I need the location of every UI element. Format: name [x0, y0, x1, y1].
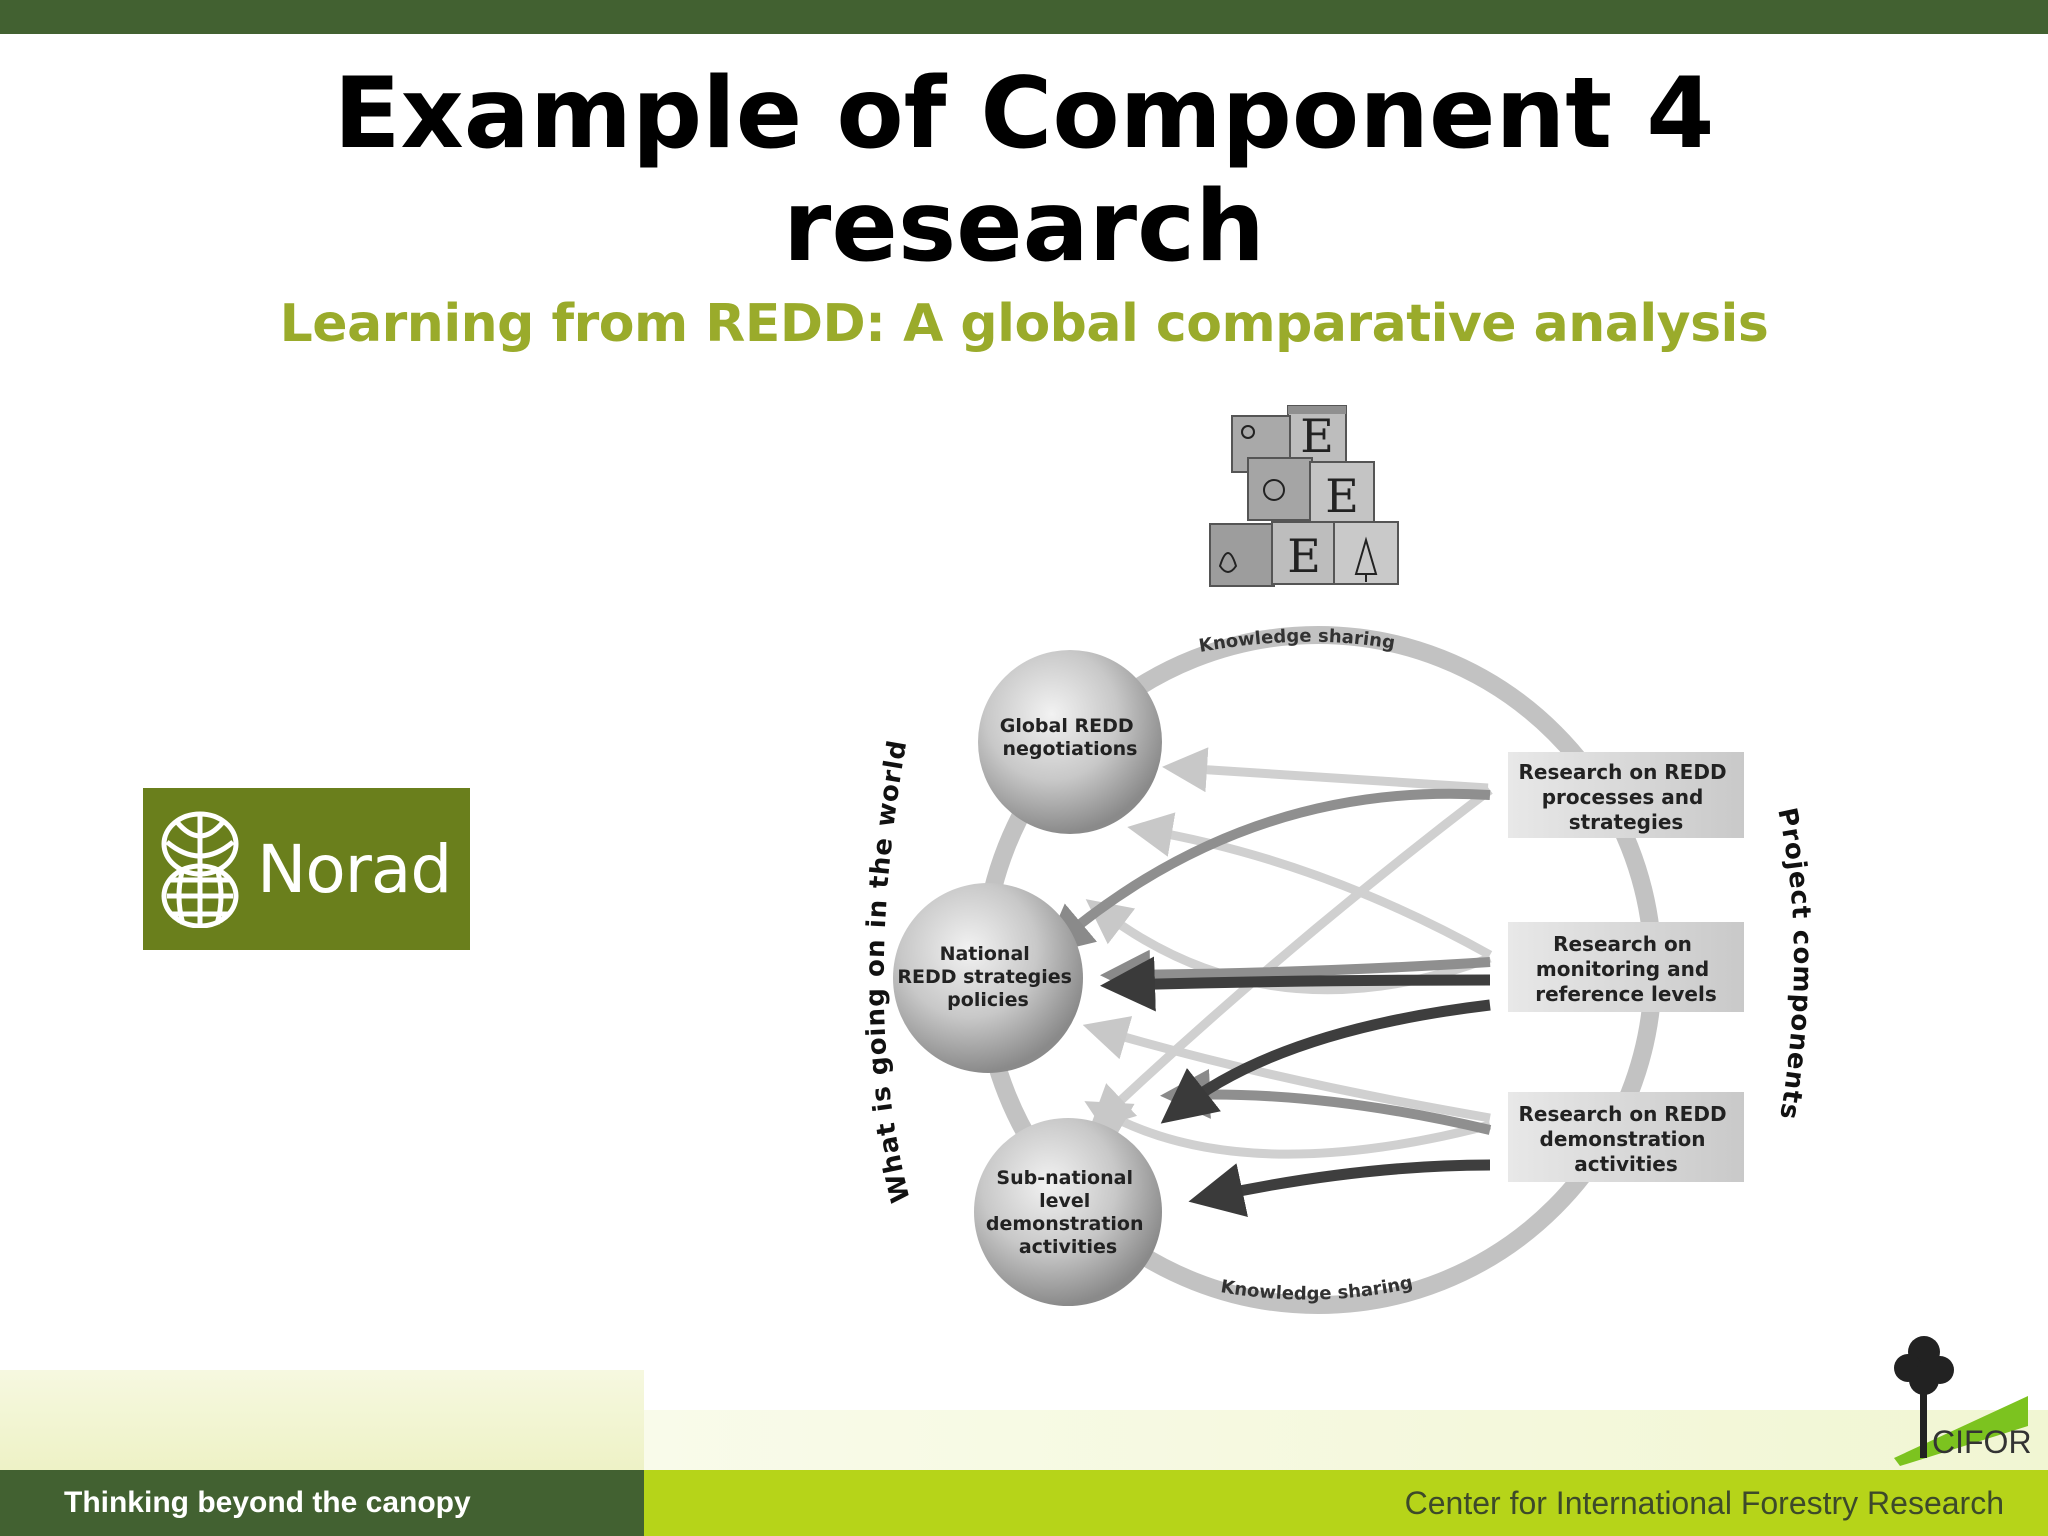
- svg-text:Sub-national level: Sub-national level demonstration activit…: [986, 1167, 1150, 1258]
- arc-label-top: Knowledge sharing: [1197, 626, 1396, 657]
- footer-band-left: [0, 1370, 644, 1470]
- tree-icon: [1894, 1336, 1954, 1458]
- cifor-swoosh-icon: [1894, 1396, 2028, 1466]
- component-monitoring-reference: Research on monitoring and reference lev…: [1508, 922, 1744, 1012]
- slide-subtitle: Learning from REDD: A global comparative…: [279, 294, 1769, 354]
- norad-logo: Norad: [143, 788, 470, 950]
- title-line-1: Example of Component 4: [333, 57, 1715, 171]
- arc-label-right: Project components: [1771, 805, 1817, 1122]
- svg-text:Research on monitoring a: Research on monitoring and reference lev…: [1535, 932, 1717, 1006]
- cifor-logo: CIFOR: [1894, 1336, 2030, 1466]
- top-bar: [0, 0, 2048, 34]
- footer-right: Center for International Forestry Resear…: [644, 1470, 2048, 1536]
- cifor-wordmark: CIFOR: [1932, 1424, 2030, 1460]
- norad-wordmark: Norad: [257, 830, 452, 908]
- norad-globe-icon: [161, 811, 239, 928]
- svg-text:Research on REDD process: Research on REDD processes and strategie…: [1518, 760, 1733, 834]
- alphabet-blocks-illustration: E E E: [1209, 405, 1399, 587]
- world-level-subnational: Sub-national level demonstration activit…: [974, 1118, 1162, 1306]
- component-processes-strategies: Research on REDD processes and strategie…: [1508, 752, 1744, 838]
- footer-left: Thinking beyond the canopy: [0, 1470, 644, 1536]
- title-line-2: research: [783, 170, 1265, 284]
- svg-text:Global REDD negotiations: Global REDD negotiations: [1000, 715, 1141, 760]
- footer-band-right: [644, 1410, 2048, 1470]
- footer-org-name: Center for International Forestry Resear…: [1404, 1484, 2004, 1521]
- world-level-global: Global REDD negotiations: [978, 650, 1162, 834]
- world-level-national: National REDD strategies policies: [893, 883, 1083, 1073]
- component-demonstration-activities: Research on REDD demonstration activitie…: [1508, 1092, 1744, 1182]
- footer-tagline: Thinking beyond the canopy: [64, 1486, 471, 1519]
- svg-text:National REDD strategies: National REDD strategies policies: [897, 943, 1078, 1011]
- block-letter-top: E: [1300, 409, 1334, 463]
- block-letter-middle: E: [1325, 469, 1359, 523]
- svg-text:Research on REDD demonst: Research on REDD demonstration activitie…: [1518, 1102, 1733, 1176]
- redd-diagram: E E E Knowledge sharing Knowledge sharin…: [861, 405, 1817, 1314]
- slide-title: Example of Component 4 research: [0, 58, 2048, 284]
- arrows-dark: [1100, 956, 1491, 1218]
- block-letter-bottom: E: [1287, 529, 1321, 583]
